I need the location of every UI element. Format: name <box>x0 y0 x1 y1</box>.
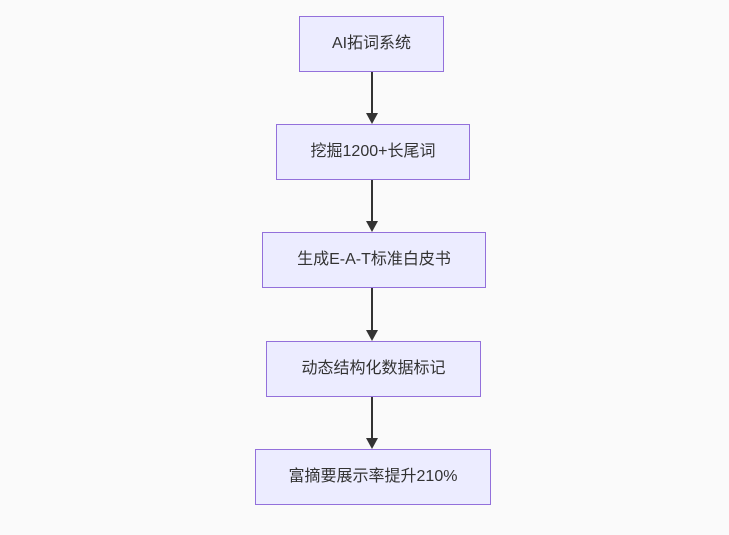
arrowhead-down-icon <box>366 113 378 124</box>
flow-node-structured-data: 动态结构化数据标记 <box>266 341 481 397</box>
edge-line <box>371 180 373 222</box>
arrowhead-down-icon <box>366 438 378 449</box>
edge-line <box>371 397 373 439</box>
flow-node-longtail-keywords: 挖掘1200+长尾词 <box>276 124 470 180</box>
flow-node-eat-whitepaper: 生成E-A-T标准白皮书 <box>262 232 486 288</box>
edge-line <box>371 72 373 114</box>
flow-node-ai-system: AI拓词系统 <box>299 16 444 72</box>
arrowhead-down-icon <box>366 330 378 341</box>
flow-node-rich-snippet-result: 富摘要展示率提升210% <box>255 449 491 505</box>
arrowhead-down-icon <box>366 221 378 232</box>
edge-line <box>371 288 373 331</box>
